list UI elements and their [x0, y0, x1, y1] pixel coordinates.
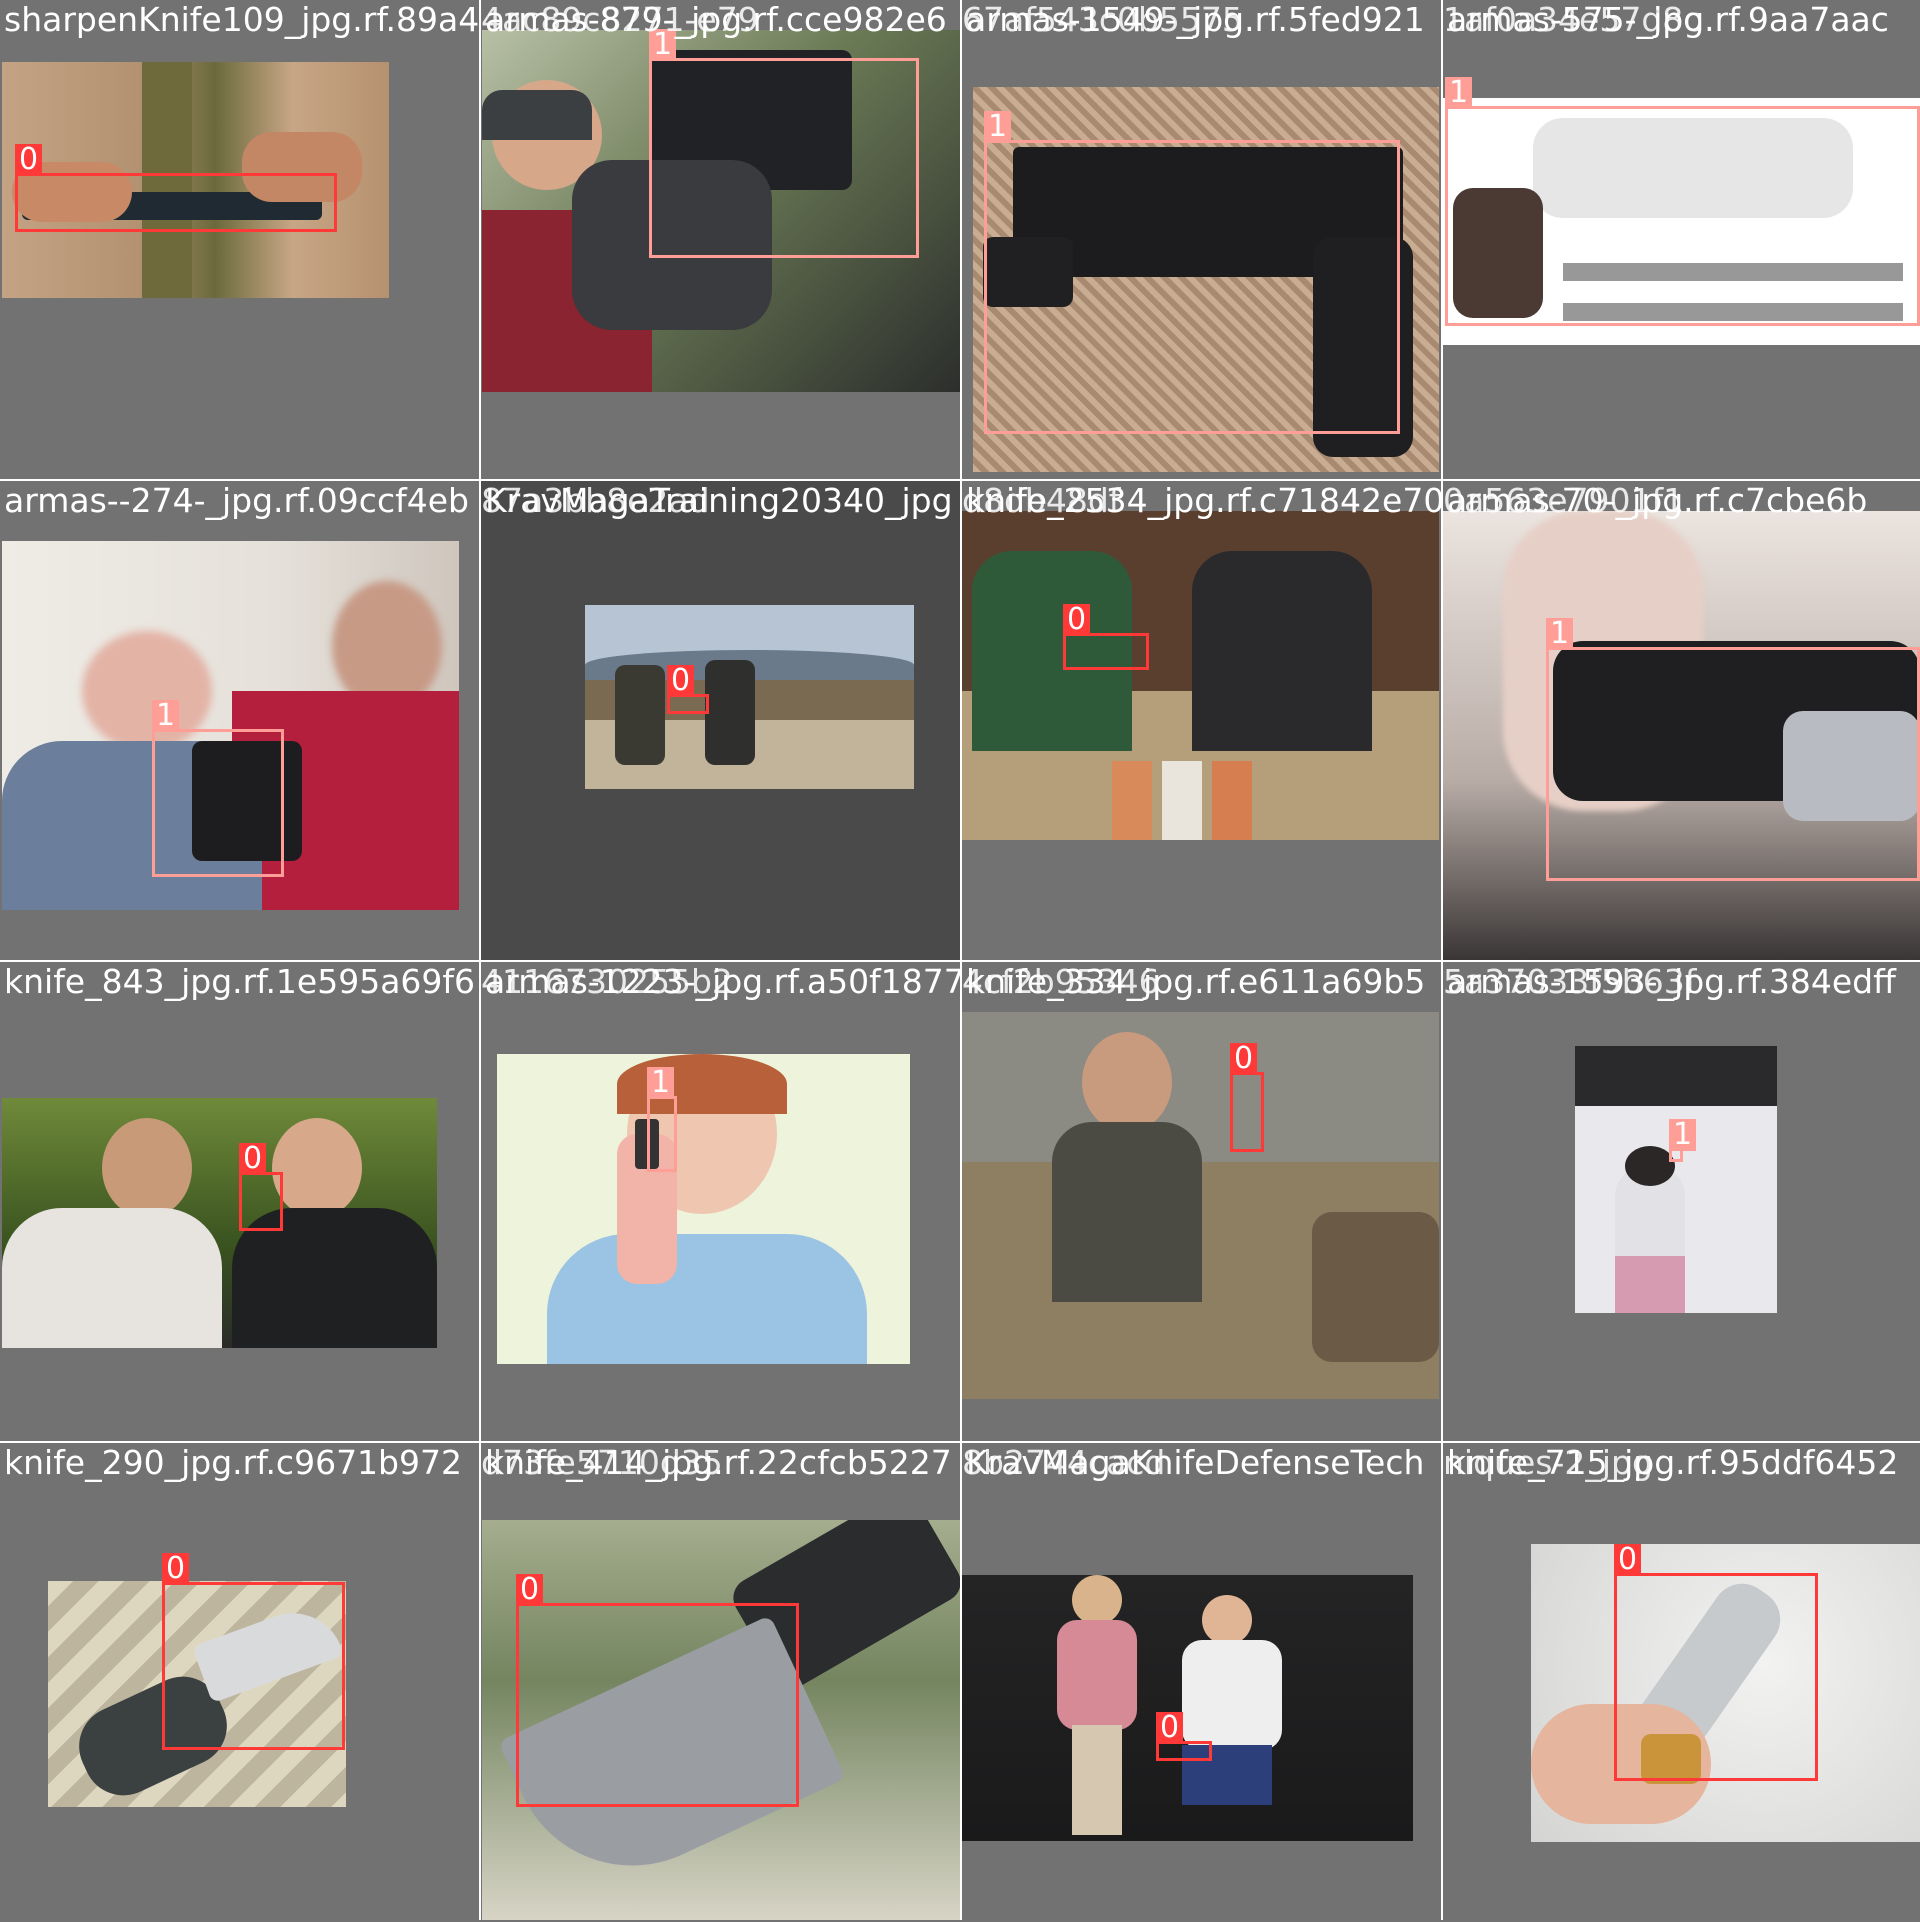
- detection-box-knife: 0: [15, 144, 337, 232]
- detection-box-gun: 1: [1546, 618, 1920, 881]
- detection-box-knife: 0: [162, 1553, 345, 1750]
- class-tag: 1: [1546, 618, 1574, 650]
- tile-caption: sharpenKnife109_jpg.rf.89a4: [4, 0, 479, 39]
- detection-box-knife: 0: [239, 1143, 283, 1231]
- tile-photo: [1443, 98, 1920, 345]
- tile-photo: [1531, 1544, 1920, 1842]
- tile-photo: [962, 511, 1439, 840]
- detection-box-gun: 1: [647, 1067, 677, 1172]
- class-tag: 1: [647, 1067, 675, 1099]
- tile-10: 0 knife_334_jpg.rf.e611a69b5: [962, 962, 1441, 1441]
- tile-photo: [497, 1054, 910, 1364]
- tile-12: 0 knife_290_jpg.rf.c9671b972: [0, 1443, 479, 1922]
- tile-15: 0 knife_715_jpg.rf.95ddf6452: [1443, 1443, 1920, 1922]
- tile-photo: [48, 1581, 346, 1807]
- class-tag: 0: [162, 1553, 190, 1585]
- tile-9: 1 armas-1223-_jpg.rf.a50f1877: [481, 962, 960, 1441]
- tile-caption: armas-575-_jpg.rf.9aa7aac: [1447, 0, 1889, 39]
- tile-caption: KravMagaKnifeDefenseTech: [966, 1443, 1425, 1482]
- tile-14: 0 KravMagaKnifeDefenseTech: [962, 1443, 1441, 1922]
- detection-box-gun: 1: [649, 29, 919, 258]
- class-tag: 0: [15, 144, 43, 176]
- class-tag: 0: [1063, 604, 1091, 636]
- class-tag: 0: [667, 665, 695, 697]
- detection-box-knife: 0: [1063, 604, 1149, 670]
- tile-caption: armas-1223-_jpg.rf.a50f1877: [485, 962, 960, 1001]
- grid-divider: [0, 479, 1920, 481]
- tile-photo: [1443, 511, 1920, 960]
- class-tag: 0: [516, 1574, 544, 1606]
- tile-2: 1 armas-1549-_jpg.rf.5fed921: [962, 0, 1441, 479]
- tile-0: 0 sharpenKnife109_jpg.rf.89a4: [0, 0, 479, 479]
- detection-box-knife: 0: [1156, 1712, 1212, 1761]
- tile-photo: [962, 1575, 1413, 1841]
- tile-caption: armas-1549-_jpg.rf.5fed921: [966, 0, 1425, 39]
- tile-4: 1 armas--274-_jpg.rf.09ccf4eb: [0, 481, 479, 960]
- tile-5: 0 KravMagaTraining20340_jpg: [481, 481, 960, 960]
- detection-box-knife: 0: [667, 665, 709, 714]
- class-tag: 0: [239, 1143, 267, 1175]
- class-tag: 1: [152, 700, 180, 732]
- tile-photo: [973, 87, 1439, 472]
- tile-caption: knife_290_jpg.rf.c9671b972: [4, 1443, 462, 1482]
- tile-photo: [482, 30, 960, 392]
- tile-13: 0 knife_414_jpg.rf.22cfcb5227: [481, 1443, 960, 1922]
- tile-6: 0 knife_2534_jpg.rf.c71842e70: [962, 481, 1441, 960]
- class-tag: 0: [1230, 1043, 1258, 1075]
- grid-divider: [0, 960, 1920, 962]
- tile-caption: KravMagaTraining20340_jpg: [485, 481, 953, 520]
- tile-photo: [962, 1012, 1439, 1399]
- tile-8: 0 knife_843_jpg.rf.1e595a69f6: [0, 962, 479, 1441]
- tile-photo: [585, 605, 914, 789]
- detection-box-gun: 1: [152, 700, 284, 877]
- tile-photo: [2, 62, 389, 298]
- tile-photo: [1575, 1046, 1777, 1313]
- tile-3: 1 armas-575-_jpg.rf.9aa7aac: [1443, 0, 1920, 479]
- tile-caption: armas--274-_jpg.rf.09ccf4eb: [4, 481, 469, 520]
- detection-box-gun: 1: [984, 111, 1400, 434]
- tile-photo: [482, 1520, 960, 1920]
- class-tag: 1: [649, 29, 677, 61]
- class-tag: 1: [1445, 77, 1473, 109]
- tile-1: 1 armas-879-_jpg.rf.cce982e6: [481, 0, 960, 479]
- class-tag: 1: [1669, 1119, 1697, 1151]
- tile-photo: [2, 1098, 437, 1348]
- tile-caption: knife_843_jpg.rf.1e595a69f6: [4, 962, 476, 1001]
- tile-photo: [2, 541, 459, 910]
- class-tag: 1: [984, 111, 1012, 143]
- detection-box-knife: 0: [1614, 1544, 1818, 1781]
- tile-caption: armas-1593-_jpg.rf.384edff: [1447, 962, 1896, 1001]
- class-tag: 0: [1614, 1544, 1642, 1576]
- tile-caption: knife_715_jpg.rf.95ddf6452: [1447, 1443, 1899, 1482]
- detection-box-gun: 1: [1669, 1119, 1697, 1162]
- tile-7: 1 armas-70-_jpg.rf.c7cbe6b: [1443, 481, 1920, 960]
- detection-box-gun: 1: [1445, 77, 1920, 326]
- detection-box-knife: 0: [1230, 1043, 1264, 1152]
- detection-box-knife: 0: [516, 1574, 799, 1807]
- grid-divider: [0, 1441, 1920, 1443]
- tile-11: 1 armas-1593-_jpg.rf.384edff: [1443, 962, 1920, 1441]
- tile-caption: knife_414_jpg.rf.22cfcb5227: [485, 1443, 952, 1482]
- tile-caption: knife_334_jpg.rf.e611a69b5: [966, 962, 1426, 1001]
- class-tag: 0: [1156, 1712, 1184, 1744]
